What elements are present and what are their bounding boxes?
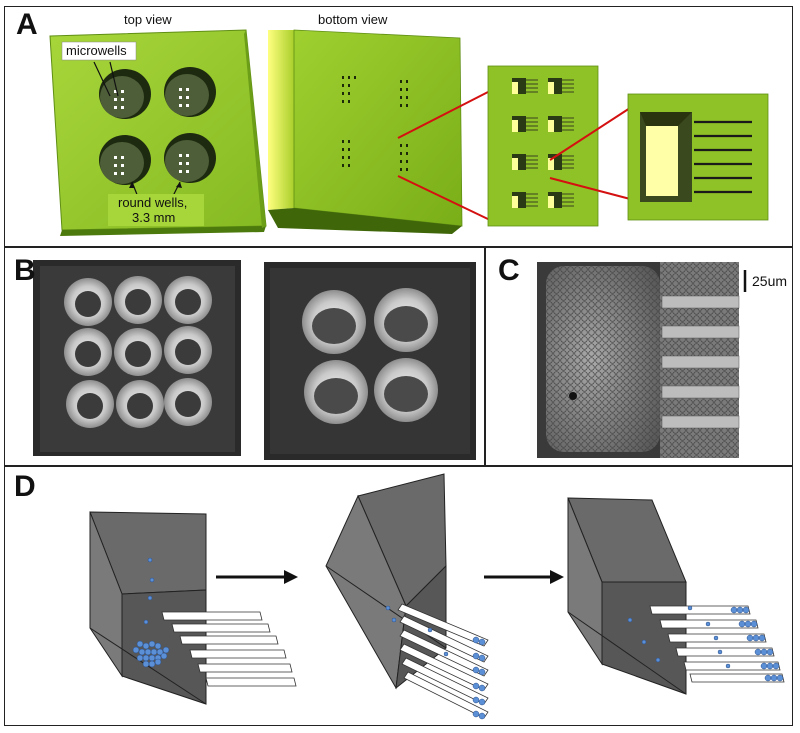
panel-d-step-3 — [567, 497, 785, 695]
panel-b-photo-9-wells — [33, 260, 241, 456]
photo-well — [302, 290, 366, 354]
bottom-view-label: bottom view — [318, 12, 388, 27]
round-well — [164, 67, 216, 117]
microwells-arrow — [93, 61, 111, 97]
divider-bc-d — [4, 465, 793, 467]
panel-label-a: A — [16, 8, 38, 41]
bottom-microwell-grid — [342, 76, 408, 171]
round-wells-label-box — [108, 194, 204, 226]
photo-well — [374, 358, 438, 422]
channel-tubes — [397, 603, 489, 719]
panel-d-step-1 — [89, 511, 297, 705]
zoom-microwell — [512, 116, 574, 132]
round-well — [99, 69, 151, 119]
micrograph-channels — [661, 295, 740, 429]
panel-a-single-microwell-zoom — [627, 93, 769, 221]
zoom-line — [397, 175, 491, 221]
zoom-microwell — [512, 192, 574, 208]
microwells-label-box — [61, 41, 137, 61]
photo-well — [164, 276, 212, 324]
panel-d-step-2 — [325, 473, 489, 720]
photo-well — [304, 360, 368, 424]
microwell-dots — [114, 88, 189, 175]
zoom-line — [549, 177, 635, 201]
photo-well — [116, 380, 164, 428]
round-wells-label: round wells, — [118, 195, 188, 210]
panel-a-bottom-view-chip — [268, 29, 463, 234]
photo-well — [374, 288, 438, 352]
channel-tubes — [161, 611, 297, 687]
zoom-microwell — [512, 78, 574, 94]
panel-label-c: C — [498, 254, 520, 287]
zoom-line — [549, 107, 631, 161]
panel-label-b: B — [14, 254, 36, 287]
cell-cluster — [385, 605, 486, 720]
photo-well — [114, 328, 162, 376]
step-arrow-head — [284, 570, 298, 584]
panel-label-d: D — [14, 470, 36, 503]
panel-c-micrograph — [537, 262, 740, 458]
figure-frame — [4, 6, 793, 726]
round-wells-size-label: 3.3 mm — [132, 210, 176, 225]
photo-well — [164, 326, 212, 374]
round-well — [164, 133, 216, 183]
panel-a-zoom-block — [487, 65, 599, 227]
microwells-arrow — [109, 61, 119, 97]
divider-a-b — [4, 246, 793, 248]
microchannel-lines — [694, 120, 752, 194]
panel-a-top-view-chip — [49, 29, 267, 236]
zoom-microwell — [512, 154, 574, 170]
photo-well — [66, 380, 114, 428]
photo-well — [64, 278, 112, 326]
microwells-label: microwells — [66, 43, 127, 58]
panel-b-photo-4-wells — [264, 262, 476, 460]
step-arrow-head — [550, 570, 564, 584]
divider-b-c — [484, 246, 486, 466]
cell-cluster — [627, 605, 784, 682]
top-view-label: top view — [124, 12, 172, 27]
photo-well — [64, 328, 112, 376]
photo-well — [164, 378, 212, 426]
zoom-line — [397, 91, 489, 139]
scale-bar-label: 25um — [752, 273, 788, 289]
cell-cluster — [132, 557, 170, 668]
round-well — [99, 135, 151, 185]
photo-well — [114, 276, 162, 324]
